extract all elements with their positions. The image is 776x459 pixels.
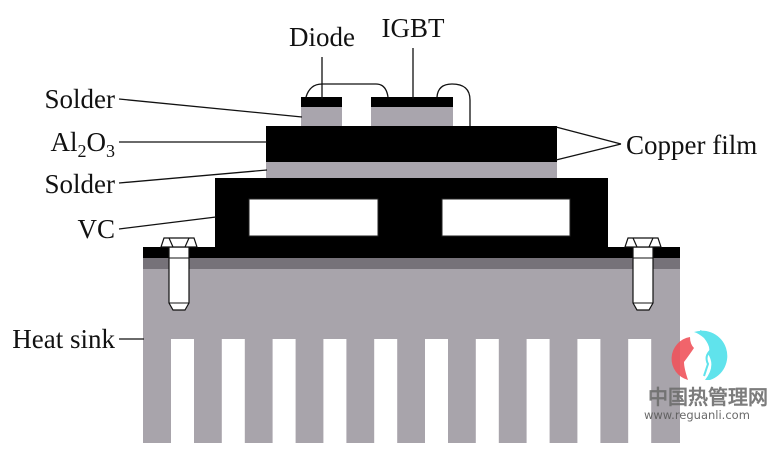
- label-al2o3-o: O: [87, 127, 107, 157]
- fin-gap: [475, 339, 499, 444]
- label-al2o3-al: Al: [51, 127, 78, 157]
- screw-head-chamfer: [632, 237, 654, 248]
- watermark-url: www.reguanli.com: [644, 408, 750, 422]
- fin-gap: [171, 339, 194, 444]
- watermark-logo-icon: [671, 330, 728, 380]
- watermark: 中国热管理网 www.reguanli.com: [644, 330, 768, 422]
- leader-copper-film-top: [555, 126, 622, 145]
- label-solder-bottom: Solder: [45, 169, 116, 199]
- label-solder-top: Solder: [45, 84, 116, 114]
- screw-head-chamfer: [168, 237, 190, 248]
- screw-head: [624, 237, 662, 248]
- bottom-margin: [0, 443, 776, 459]
- logo-red-half: [671, 337, 694, 380]
- igbt-chip-assembly: [371, 97, 453, 126]
- label-copper-film: Copper film: [626, 130, 757, 160]
- mounting-screws: [160, 237, 662, 311]
- leader-copper-film-bottom: [555, 143, 622, 161]
- leader-solder-top: [118, 98, 303, 118]
- solder-layer-bottom: [266, 162, 557, 178]
- heat-sink-fin-gaps: [0, 339, 776, 459]
- label-vc: VC: [77, 214, 115, 244]
- label-diode: Diode: [289, 22, 355, 52]
- vc-cavity-left: [248, 198, 379, 237]
- fin-gap: [577, 339, 601, 444]
- diode-chip-assembly: [301, 97, 342, 126]
- thermal-interface-layer: [143, 258, 680, 269]
- diode-chip: [301, 97, 342, 107]
- igbt-solder: [371, 107, 453, 126]
- screw-shaft: [632, 246, 654, 311]
- screw-shaft: [168, 246, 190, 311]
- bond-wire-igbt-substrate: [436, 83, 471, 126]
- label-al2o3-sub3: 3: [106, 141, 115, 161]
- fin-gap: [425, 339, 448, 444]
- fin-gap: [272, 339, 296, 444]
- vapor-chamber: [215, 178, 608, 258]
- bond-wire-diode-igbt: [305, 83, 389, 98]
- leader-solder-bottom: [118, 169, 268, 184]
- screw-icon: [624, 237, 662, 311]
- igbt-chip: [371, 97, 453, 107]
- logo-cyan-stroke: [699, 330, 713, 377]
- screw-head: [160, 237, 198, 248]
- diode-solder: [301, 107, 342, 126]
- fin-gap: [526, 339, 550, 444]
- label-al2o3: Al2O3: [51, 127, 116, 161]
- fin-gap: [374, 339, 398, 444]
- vc-cavity-right: [441, 198, 571, 237]
- dbc-substrate: [266, 126, 557, 162]
- fin-gap: [221, 339, 245, 444]
- fin-gap: [628, 339, 652, 444]
- heat-sink: [0, 258, 776, 459]
- label-heat-sink: Heat sink: [12, 324, 115, 354]
- logo-cyan-half: [694, 330, 728, 380]
- watermark-site-name: 中国热管理网: [648, 385, 768, 409]
- fin-gap: [323, 339, 347, 444]
- label-igbt: IGBT: [382, 13, 445, 43]
- screw-icon: [160, 237, 198, 311]
- leader-vc: [118, 216, 217, 230]
- label-al2o3-sub2: 2: [78, 141, 87, 161]
